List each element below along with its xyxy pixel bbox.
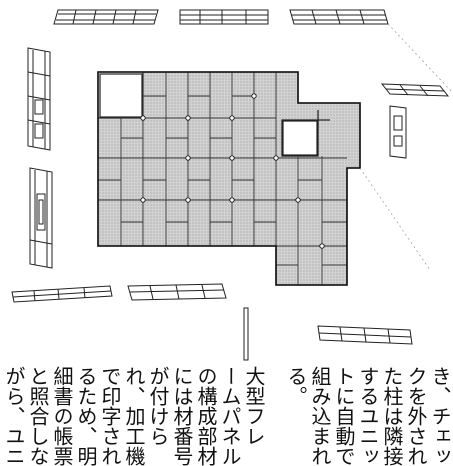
wall-panel-left-lower <box>29 167 53 269</box>
opening-top-left <box>99 73 143 118</box>
wall-panel-bottom-right <box>317 325 413 345</box>
text-column-10: ームパネル <box>218 366 242 466</box>
text-column-8 <box>266 366 290 466</box>
text-column-5: トに自動で <box>332 366 356 466</box>
text-column-1: き、チェッ <box>428 366 452 466</box>
text-column-17: 細書の帳票 <box>50 366 74 466</box>
text-column-4: するユニッ <box>356 366 380 466</box>
text-column-3: た柱は隣接 <box>380 366 404 466</box>
wall-panel-bottom-center <box>127 283 227 301</box>
text-column-13: が付けら <box>146 366 170 446</box>
wall-panel-top-center <box>179 9 269 25</box>
text-column-15: で印字され <box>98 366 122 466</box>
text-column-6: 組み込まれ <box>308 366 332 466</box>
wall-panel-right-upper <box>380 83 450 97</box>
wall-panel-right-middle <box>389 105 407 159</box>
wall-panel-bottom-left <box>11 285 113 303</box>
text-column-9: 大型フレ <box>242 366 266 446</box>
text-column-12: には材番号 <box>170 366 194 466</box>
text-column-14: れ、加工機 <box>122 366 146 466</box>
wall-panel-top-right <box>289 9 389 25</box>
wall-post-bottom <box>243 307 249 361</box>
text-column-11: の構成部材 <box>194 366 218 466</box>
opening-stair <box>282 120 318 156</box>
floor-panel-grid <box>97 71 361 286</box>
text-column-7: る。 <box>284 366 308 406</box>
text-column-18: と照合しな <box>26 366 50 466</box>
wall-panel-left-upper <box>27 47 51 151</box>
dimension-line <box>359 23 453 271</box>
text-column-16: るため、明 <box>74 366 98 466</box>
wall-panel-top-left <box>53 9 159 25</box>
text-column-19: がら、ユニ <box>2 366 26 466</box>
text-column-2: クを外され <box>404 366 428 466</box>
